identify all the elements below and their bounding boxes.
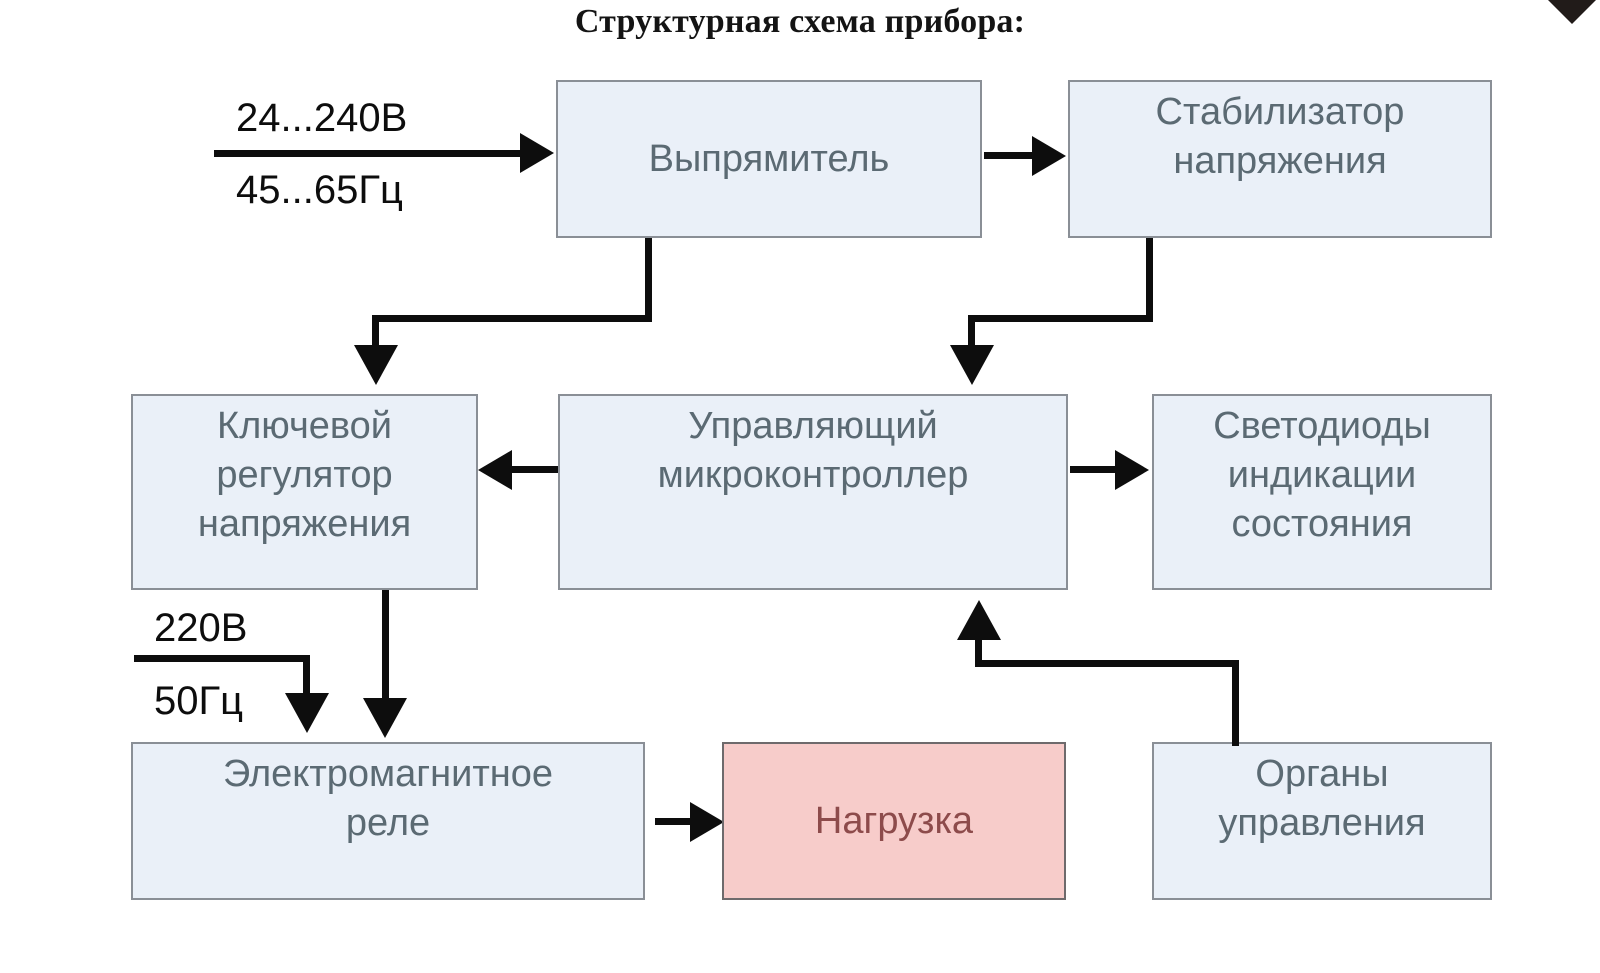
- block-mcu[interactable]: Управляющий микроконтроллер: [558, 394, 1068, 590]
- block-key-regulator[interactable]: Ключевой регулятор напряжения: [131, 394, 478, 590]
- block-leds[interactable]: Светодиоды индикации состояния: [1152, 394, 1492, 590]
- arrow-mcu-to-leds: [1115, 450, 1149, 490]
- arrow-rectifier-to-regulator: [354, 345, 398, 385]
- wire-relay-to-load: [655, 818, 697, 825]
- block-mcu-label: Управляющий микроконтроллер: [657, 405, 969, 496]
- arrow-mains-to-relay: [285, 693, 329, 733]
- label-mains-voltage: 220В: [154, 606, 248, 650]
- block-key-regulator-label: Ключевой регулятор напряжения: [197, 405, 412, 545]
- wire-mains-drop: [303, 655, 310, 703]
- wire-mains-line: [134, 655, 310, 662]
- block-rectifier-label: Выпрямитель: [648, 137, 890, 180]
- block-relay-label: Электромагнитное реле: [222, 753, 554, 844]
- label-mains-frequency: 50Гц: [154, 679, 244, 723]
- wire-input-line: [214, 150, 534, 157]
- block-leds-label: Светодиоды индикации состояния: [1213, 405, 1431, 545]
- wire-controls-rise: [1232, 660, 1239, 746]
- wire-stabilizer-down-to-mcu: [968, 315, 975, 360]
- arrow-mcu-to-regulator: [478, 450, 512, 490]
- label-input-frequency: 45...65Гц: [236, 168, 403, 212]
- wire-rectifier-down-to-regulator: [372, 315, 379, 360]
- arrow-rectifier-to-stabilizer: [1032, 136, 1066, 176]
- block-stabilizer-label: Стабилизатор напряжения: [1155, 91, 1405, 182]
- wire-stabilizer-drop: [1146, 238, 1153, 322]
- wire-mcu-to-regulator: [510, 466, 560, 473]
- block-relay[interactable]: Электромагнитное реле: [131, 742, 645, 900]
- block-rectifier[interactable]: Выпрямитель: [556, 80, 982, 238]
- block-load-label: Нагрузка: [814, 799, 974, 842]
- block-load[interactable]: Нагрузка: [722, 742, 1066, 900]
- label-input-voltage: 24...240В: [236, 96, 408, 140]
- wire-stabilizer-run-left: [968, 315, 1153, 322]
- block-controls[interactable]: Органы управления: [1152, 742, 1492, 900]
- page-title: Структурная схема прибора:: [574, 3, 1026, 40]
- block-stabilizer[interactable]: Стабилизатор напряжения: [1068, 80, 1492, 238]
- arrow-controls-to-mcu: [957, 600, 1001, 640]
- arrow-regulator-to-relay: [363, 698, 407, 738]
- wire-controls-up-to-mcu: [975, 640, 982, 664]
- wire-regulator-to-relay: [382, 590, 389, 708]
- arrow-input-to-rectifier: [520, 133, 554, 173]
- wire-rectifier-drop: [645, 238, 652, 322]
- arrow-stabilizer-to-mcu: [950, 345, 994, 385]
- block-controls-label: Органы управления: [1218, 753, 1426, 844]
- wire-controls-run-left: [975, 660, 1239, 667]
- chevron-down-icon: [1546, 0, 1598, 24]
- wire-mcu-to-leds: [1070, 466, 1120, 473]
- wire-rectifier-to-stabilizer: [984, 152, 1038, 159]
- arrow-relay-to-load: [690, 802, 724, 842]
- wire-rectifier-run-left: [372, 315, 652, 322]
